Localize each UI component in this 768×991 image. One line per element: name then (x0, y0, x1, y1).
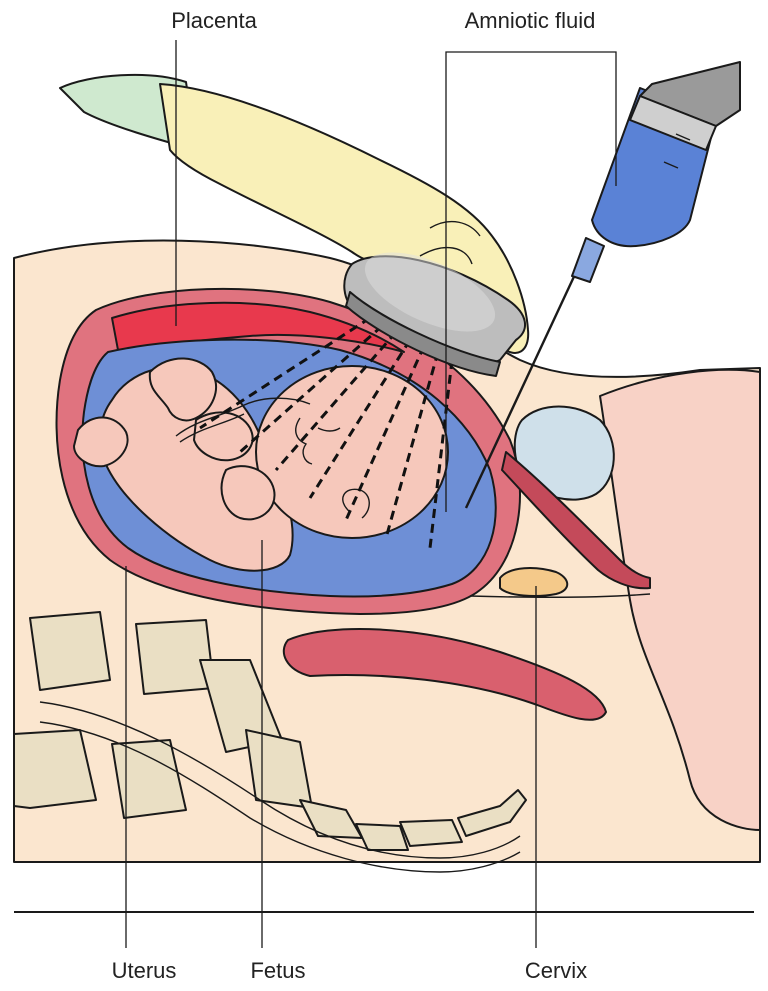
vaginal-canal (501, 451, 651, 590)
label-fetus: Fetus (250, 958, 305, 983)
fetus (73, 357, 449, 572)
amniotic-fluid-leader (445, 51, 617, 512)
ultrasound-probe (343, 252, 526, 377)
syringe (464, 61, 741, 509)
rectum (282, 627, 607, 721)
label-placenta: Placenta (171, 8, 257, 33)
label-uterus: Uterus (112, 958, 177, 983)
thigh (599, 368, 761, 831)
ultrasound-beams (199, 316, 454, 549)
label-cervix: Cervix (525, 958, 587, 983)
label-amniotic-fluid: Amniotic fluid (465, 8, 596, 33)
cervix (499, 567, 569, 597)
